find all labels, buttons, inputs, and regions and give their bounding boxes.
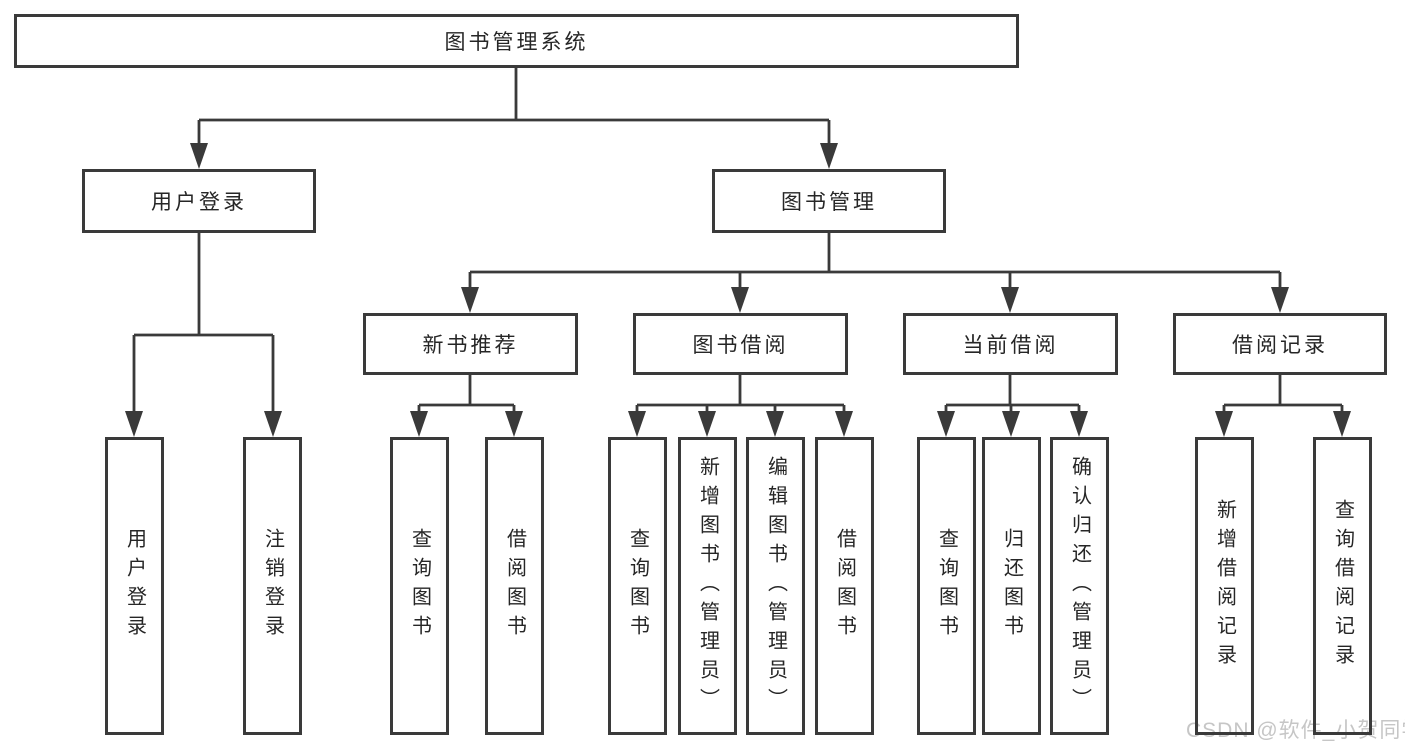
node-label: 借阅记录 bbox=[1232, 334, 1328, 357]
node-book-borrowing: 图书借阅 bbox=[633, 313, 848, 375]
node-label: 查询图书 bbox=[935, 528, 958, 644]
node-borrowing-records: 借阅记录 bbox=[1173, 313, 1387, 375]
node-user-login-branch: 用户登录 bbox=[82, 169, 316, 233]
leaf-borrow-books-recommend: 借阅图书 bbox=[485, 437, 544, 735]
leaf-add-borrow-record: 新增借阅记录 bbox=[1195, 437, 1254, 735]
leaf-user-login: 用户登录 bbox=[105, 437, 164, 735]
node-label: 用户登录 bbox=[123, 528, 146, 644]
node-label: 编辑图书（管理员） bbox=[764, 455, 787, 717]
node-label: 图书管理 bbox=[781, 191, 877, 214]
node-new-book-recommendation: 新书推荐 bbox=[363, 313, 578, 375]
node-label: 归还图书 bbox=[1000, 528, 1023, 644]
leaf-query-borrow-record: 查询借阅记录 bbox=[1313, 437, 1372, 735]
leaf-query-books-recommend: 查询图书 bbox=[390, 437, 449, 735]
node-label: 查询借阅记录 bbox=[1331, 499, 1354, 673]
node-current-borrowing: 当前借阅 bbox=[903, 313, 1118, 375]
leaf-borrow-books: 借阅图书 bbox=[815, 437, 874, 735]
node-label: 图书借阅 bbox=[692, 334, 789, 357]
node-book-management-system: 图书管理系统 bbox=[14, 14, 1019, 68]
node-label: 注销登录 bbox=[261, 528, 284, 644]
leaf-query-books-current: 查询图书 bbox=[917, 437, 976, 735]
node-label: 查询图书 bbox=[408, 528, 431, 644]
node-label: 借阅图书 bbox=[503, 528, 526, 644]
node-label: 新增借阅记录 bbox=[1213, 499, 1236, 673]
node-label: 用户登录 bbox=[151, 191, 247, 214]
leaf-confirm-return-admin: 确认归还（管理员） bbox=[1050, 437, 1109, 735]
leaf-return-books: 归还图书 bbox=[982, 437, 1041, 735]
node-label: 新增图书（管理员） bbox=[696, 455, 719, 717]
node-label: 借阅图书 bbox=[833, 528, 856, 644]
node-book-management-branch: 图书管理 bbox=[712, 169, 946, 233]
leaf-add-books-admin: 新增图书（管理员） bbox=[678, 437, 737, 735]
watermark: CSDN @软件_小贺同学 bbox=[1186, 719, 1405, 742]
node-label: 当前借阅 bbox=[962, 334, 1059, 357]
leaf-query-books-borrowing: 查询图书 bbox=[608, 437, 667, 735]
node-label: 图书管理系统 bbox=[444, 31, 589, 54]
arrowheads bbox=[125, 143, 1351, 437]
node-label: 查询图书 bbox=[626, 528, 649, 644]
leaf-logout: 注销登录 bbox=[243, 437, 302, 735]
node-label: 新书推荐 bbox=[422, 334, 519, 357]
leaf-edit-books-admin: 编辑图书（管理员） bbox=[746, 437, 805, 735]
node-label: 确认归还（管理员） bbox=[1068, 455, 1091, 717]
